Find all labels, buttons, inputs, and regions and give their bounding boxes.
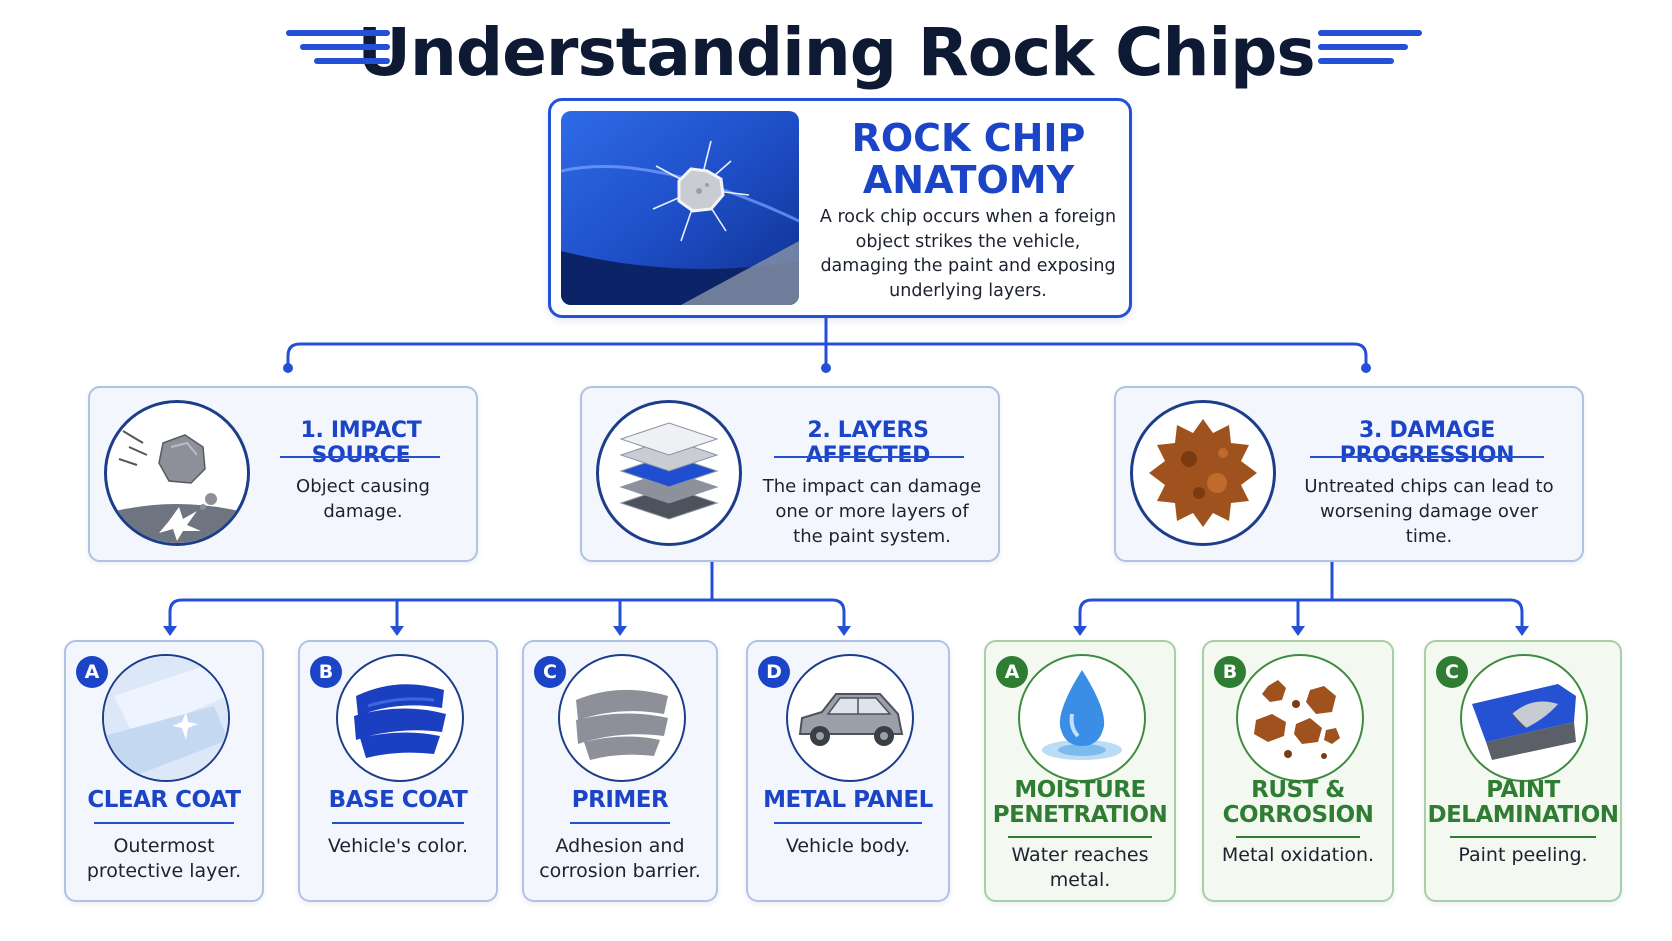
moisture-penetration-text: Water reaches metal. <box>1011 844 1149 891</box>
rock-chip-anatomy-card: ROCK CHIP ANATOMY A rock chip occurs whe… <box>548 98 1132 318</box>
metal-panel-card: D METAL PANEL Vehicle body. <box>746 640 950 902</box>
anatomy-heading-line2: ANATOMY <box>862 158 1075 202</box>
water-drop-icon <box>1018 654 1146 782</box>
moisture-rule <box>1008 836 1152 838</box>
badge-c: C <box>534 656 566 688</box>
impact-source-rule <box>280 456 440 458</box>
metal-panel-rule <box>774 822 922 824</box>
paint-layers-icon <box>596 400 742 546</box>
base-coat-text: Vehicle's color. <box>327 835 469 857</box>
paint-delamination-card: C PAINT DELAMINATION Paint peeling. <box>1424 640 1622 902</box>
title-right-decoration <box>1318 30 1428 70</box>
badge-b: B <box>310 656 342 688</box>
delamination-title-line1: PAINT <box>1486 777 1560 803</box>
rust-title-line1: RUST & <box>1251 777 1345 803</box>
layers-affected-title: 2. LAYERS AFFECTED <box>805 418 931 468</box>
damage-progression-title: 3. DAMAGE PROGRESSION <box>1339 418 1515 468</box>
anatomy-heading: ROCK CHIP ANATOMY <box>821 117 1116 201</box>
clear-coat-icon <box>102 654 230 782</box>
moisture-title-line1: MOISTURE <box>1014 777 1146 803</box>
badge-d: D <box>758 656 790 688</box>
anatomy-description: A rock chip occurs when a foreign object… <box>819 207 1117 301</box>
rock-impact-icon <box>104 400 250 546</box>
blue-paint-icon <box>336 654 464 782</box>
clear-coat-title: CLEAR COAT <box>87 787 241 813</box>
rust-patch-icon <box>1130 400 1276 546</box>
layers-affected-rule <box>774 456 964 458</box>
base-coat-title: BASE COAT <box>328 787 468 813</box>
layers-affected-text: The impact can damage one or more layers… <box>762 476 982 547</box>
rust-rule <box>1236 836 1360 838</box>
clear-coat-rule <box>94 822 234 824</box>
clear-coat-text: Outermost protective layer. <box>86 835 242 882</box>
moisture-title-line2: PENETRATION <box>992 802 1168 828</box>
paint-delamination-title: PAINT DELAMINATION <box>1426 778 1620 828</box>
title-left-decoration <box>286 30 396 70</box>
rust-corrosion-text: Metal oxidation. <box>1221 844 1375 866</box>
moisture-penetration-title: MOISTURE PENETRATION <box>986 778 1174 828</box>
chipped-paint-icon <box>561 111 799 305</box>
delamination-rule <box>1450 836 1596 838</box>
badge-a: A <box>76 656 108 688</box>
primer-card: C PRIMER Adhesion and corrosion barrier. <box>522 640 718 902</box>
metal-panel-title: METAL PANEL <box>763 787 933 813</box>
damage-progression-rule <box>1310 456 1544 458</box>
base-coat-card: B BASE COAT Vehicle's color. <box>298 640 498 902</box>
rust-corrosion-title: RUST & CORROSION <box>1204 778 1392 828</box>
rust-flakes-icon <box>1236 654 1364 782</box>
base-coat-rule <box>332 822 464 824</box>
car-body-icon <box>786 654 914 782</box>
badge-b: B <box>1214 656 1246 688</box>
paint-delamination-text: Paint peeling. <box>1458 844 1588 866</box>
metal-panel-text: Vehicle body. <box>785 835 911 857</box>
moisture-penetration-card: A MOISTURE PENETRATION Water reaches met… <box>984 640 1176 902</box>
delamination-title-line2: DELAMINATION <box>1427 802 1619 828</box>
rust-title-line2: CORROSION <box>1222 802 1374 828</box>
impact-source-text: Object causing damage. <box>296 476 430 522</box>
clear-coat-card: A CLEAR COAT Outermost protective layer. <box>64 640 264 902</box>
gray-primer-icon <box>558 654 686 782</box>
badge-a: A <box>996 656 1028 688</box>
anatomy-heading-line1: ROCK CHIP <box>851 116 1086 160</box>
primer-title: PRIMER <box>571 787 669 813</box>
primer-text: Adhesion and corrosion barrier. <box>539 835 701 882</box>
damage-progression-card: 3. DAMAGE PROGRESSION Untreated chips ca… <box>1114 386 1584 562</box>
primer-rule <box>570 822 670 824</box>
layers-affected-card: 2. LAYERS AFFECTED The impact can damage… <box>580 386 1000 562</box>
page-title: Understanding Rock Chips <box>357 14 1315 91</box>
damage-progression-text: Untreated chips can lead to worsening da… <box>1304 476 1554 547</box>
badge-c: C <box>1436 656 1468 688</box>
impact-source-card: 1. IMPACT SOURCE Object causing damage. <box>88 386 478 562</box>
peeling-paint-icon <box>1460 654 1588 782</box>
rust-corrosion-card: B RUST & CORROSION Metal oxidation. <box>1202 640 1394 902</box>
impact-source-title: 1. IMPACT SOURCE <box>300 418 422 468</box>
